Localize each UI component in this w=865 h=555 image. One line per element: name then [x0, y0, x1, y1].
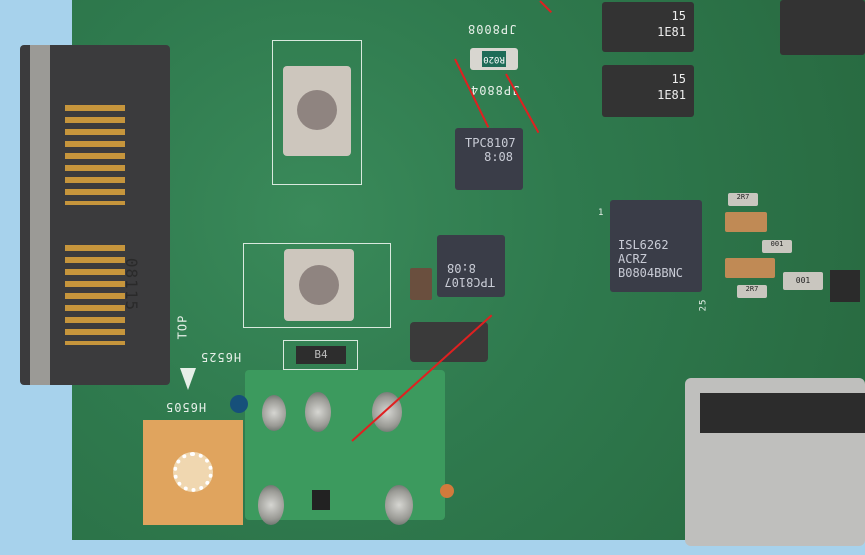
mosfet-2: TPC8107 8:08 — [437, 235, 505, 297]
button-knob — [297, 90, 337, 130]
capacitor-value: 15 — [671, 72, 686, 86]
tactile-button-1[interactable] — [283, 66, 351, 156]
component-black — [312, 490, 330, 510]
capacitor — [725, 212, 767, 232]
mosfet-date: 8:08 — [484, 150, 513, 164]
triangle-marker — [180, 368, 196, 390]
tantalum-capacitor-2: 15 1E81 — [602, 65, 694, 117]
usb-connector — [685, 378, 865, 546]
test-point — [440, 484, 454, 498]
resistor-2r7-a: 2R7 — [728, 193, 758, 206]
top-label: TOP — [175, 314, 190, 340]
controller-line1: ISL6262 — [618, 238, 669, 252]
ground-pad — [143, 420, 243, 525]
pin25-label: 25 — [698, 298, 709, 312]
resistor-2r7-b: 2R7 — [737, 285, 767, 298]
jp8008-label: JP8008 — [467, 22, 517, 36]
solder-joint — [385, 485, 413, 525]
mosfet-part: TPC8107 — [465, 136, 516, 150]
tantalum-capacitor-1: 15 1E81 — [602, 2, 694, 52]
usb-port-opening — [700, 393, 865, 433]
pin1-label: 1 — [598, 208, 605, 218]
connector-shield — [30, 45, 50, 385]
button-outline — [272, 40, 362, 185]
solder-joint — [258, 485, 284, 525]
mosfet-date: 8:08 — [447, 261, 476, 275]
resistor-001-a: 001 — [762, 240, 792, 253]
diode-b4: B4 — [296, 346, 346, 364]
mosfet-part: TPC8107 — [444, 275, 495, 289]
resistor-001-b: 001 — [783, 272, 823, 290]
inductor — [780, 0, 865, 55]
capacitor — [410, 268, 432, 300]
mounting-hole — [173, 452, 213, 492]
capacitor-value: 15 — [671, 9, 686, 23]
capacitor-code: 1E81 — [657, 25, 686, 39]
button-knob — [299, 265, 339, 305]
controller-line2: ACRZ — [618, 252, 647, 266]
capacitor — [725, 258, 775, 278]
connector-contacts — [65, 245, 125, 345]
isl6262-controller: ISL6262 ACRZ B0804BBNC — [610, 200, 702, 292]
transistor — [830, 270, 860, 302]
shunt-resistor-label: R020 — [482, 51, 506, 67]
shunt-resistor: R020 — [470, 48, 518, 70]
button-outline — [243, 243, 391, 328]
via-hole — [230, 395, 248, 413]
ethernet-connector: 08115 — [20, 45, 170, 385]
capacitor-code: 1E81 — [657, 88, 686, 102]
connector-contacts — [65, 105, 125, 205]
diode-outline: B4 — [283, 340, 358, 370]
controller-line3: B0804BBNC — [618, 266, 684, 280]
tactile-button-2[interactable] — [284, 249, 354, 321]
h6505-label: H6505 — [165, 400, 207, 414]
solder-joint — [305, 392, 331, 432]
connector-label: 08115 — [122, 257, 142, 312]
h6525-label: H6525 — [200, 350, 242, 364]
mosfet-1: TPC8107 8:08 — [455, 128, 523, 190]
solder-joint — [262, 395, 286, 431]
